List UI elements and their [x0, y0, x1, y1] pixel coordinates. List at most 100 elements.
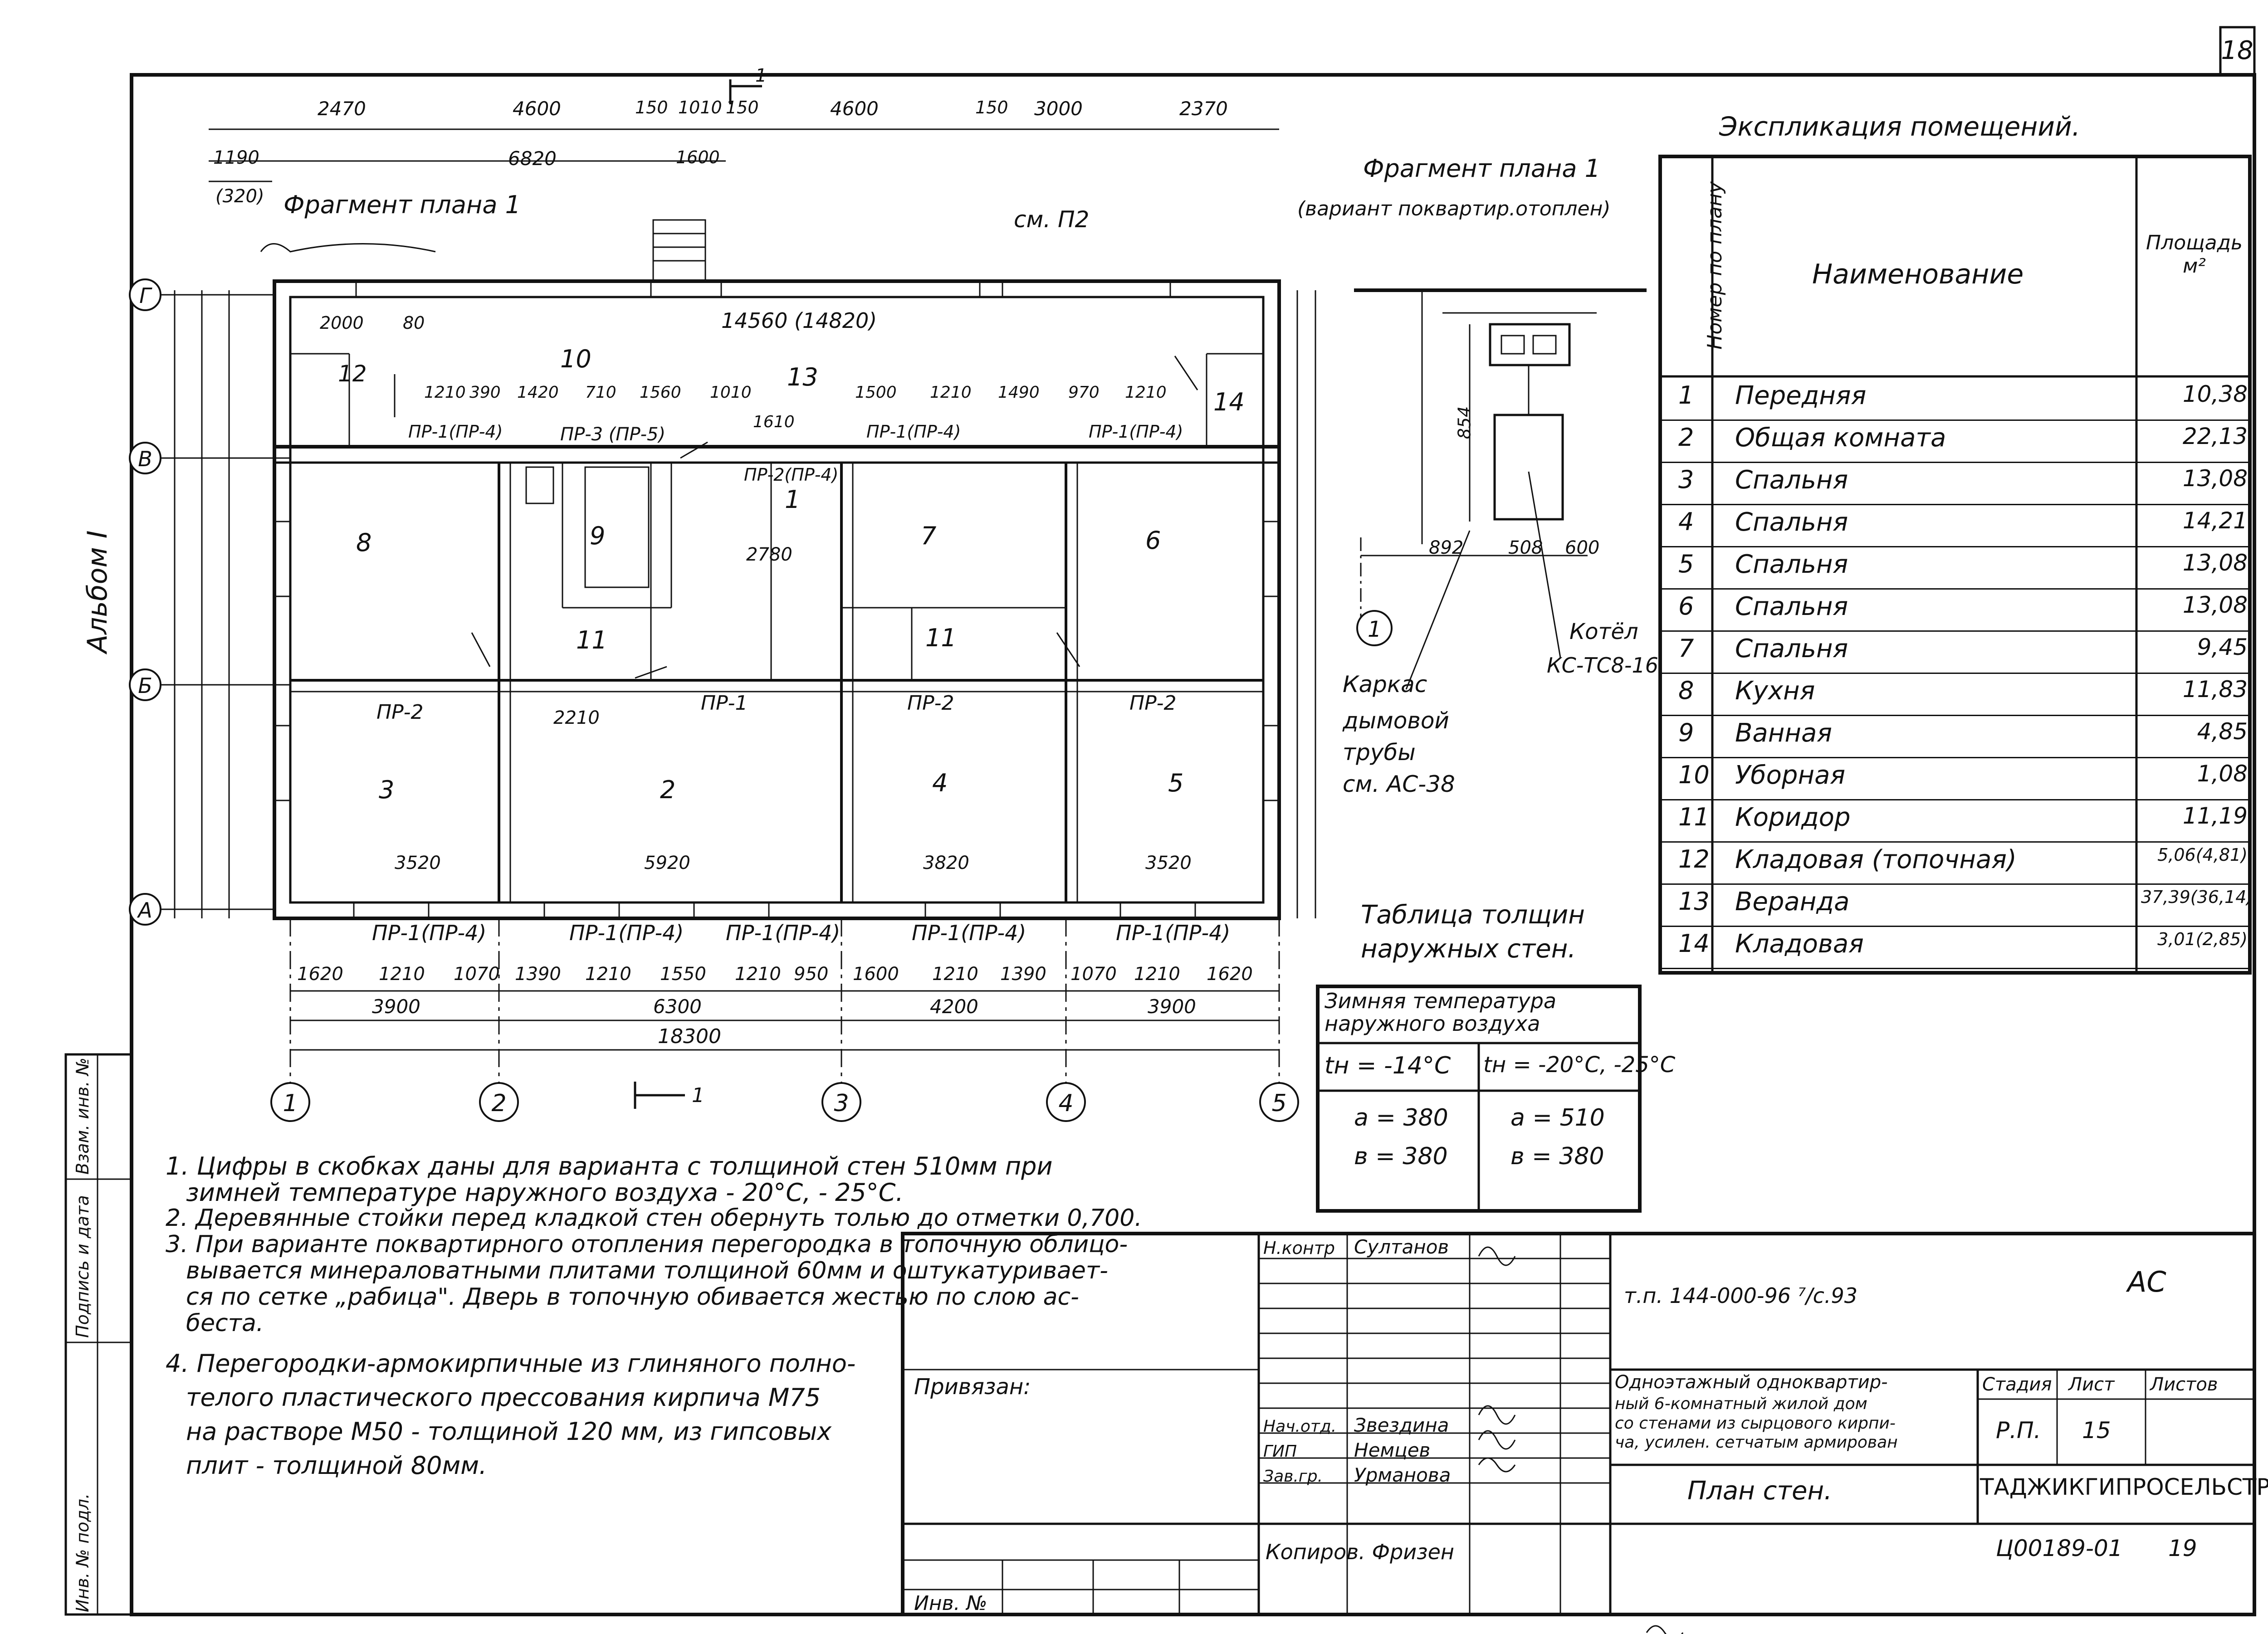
explication-row-area: 13,08 [2182, 592, 2248, 618]
explication-row-number: 5 [1678, 550, 1694, 578]
note-line: зимней температуре наружного воздуха - 2… [186, 1178, 904, 1207]
floor-plan: 1 2 3 4 5 Г В Б А [129, 65, 1316, 1122]
wall-table-col1: tн = -14°С [1325, 1052, 1451, 1079]
explication-row-name: Ванная [1735, 718, 1832, 748]
explication-col-area: Площадь м² [2146, 231, 2243, 278]
explication-row-area: 9,45 [2197, 634, 2248, 660]
top-dimension-lines [209, 128, 1279, 182]
signer-role: ГИП [1263, 1442, 1297, 1461]
dim-top-150b: 150 [726, 98, 759, 117]
note-line: 2. Деревянные стойки перед кладкой стен … [166, 1205, 1142, 1232]
sheet-number: 18 [2221, 36, 2253, 65]
explication-row-area: 4,85 [2197, 718, 2248, 745]
side-stamp-podpis: Подпись и дата [73, 1195, 93, 1338]
dim-bottom-3900b: 3900 [1148, 995, 1196, 1018]
desc-line: ча, усилен. сетчатым армирован [1615, 1433, 1898, 1452]
explication-row-number: 4 [1678, 507, 1694, 536]
explication-row-name: Спальня [1735, 592, 1848, 621]
signer-name: Немцев [1354, 1439, 1431, 1461]
note-line: плит - толщиной 80мм. [186, 1451, 487, 1480]
fragment-plan-1 [1354, 288, 1647, 690]
explication-row-divider [1660, 757, 2250, 758]
partition-label: ПР-1(ПР-4) [726, 921, 841, 945]
dim-bottom-1210d: 1210 [932, 964, 978, 985]
explication-row-name: Передняя [1735, 381, 1867, 410]
explication-row-area: 13,08 [2182, 465, 2248, 492]
inner-dim: 1490 [998, 383, 1040, 402]
sheet-label: Лист [2068, 1374, 2115, 1395]
partition-label: ПР-1(ПР-4) [372, 921, 487, 945]
room-7: 7 [921, 522, 937, 550]
axis-5-label: 5 [1271, 1090, 1286, 1117]
partition-label: ПР-1(ПР-4) [1116, 921, 1231, 945]
dim-bottom-3900a: 3900 [372, 995, 420, 1018]
fragment-dim-508: 508 [1508, 537, 1543, 558]
desc-line: ный 6-комнатный жилой дом [1615, 1395, 1867, 1413]
document-mark: АС [2127, 1265, 2166, 1298]
album-label: Альбом I [82, 531, 113, 655]
explication-row-number: 7 [1678, 634, 1694, 663]
explication-row-divider [1660, 715, 2250, 716]
room-3: 3 [379, 776, 395, 804]
explication-row-area: 3,01(2,85) [2157, 929, 2248, 949]
signer-name: Урманова [1354, 1464, 1451, 1486]
explication-row-divider [1660, 883, 2250, 885]
signer-role: Зав.гр. [1263, 1467, 1323, 1486]
partition-label: ПР-3 (ПР-5) [560, 424, 666, 445]
partition-label: ПР-2 [376, 701, 424, 724]
wall-table-r1c1: а = 380 [1354, 1104, 1448, 1132]
explication-row-number: 2 [1678, 423, 1694, 452]
veranda-dimension: 14560 (14820) [721, 308, 877, 333]
inner-dim: 80 [403, 313, 425, 333]
explication-row-name: Веранда [1735, 887, 1850, 917]
fragment-dim-854: 854 [1454, 406, 1475, 439]
dim-top-6820: 6820 [508, 147, 557, 170]
explication-row-number: 10 [1678, 761, 1710, 789]
explication-row-number: 12 [1678, 845, 1710, 873]
axis-bubbles-horizontal: 1 2 3 4 5 [270, 918, 1299, 1122]
desc-line: со стенами из сырцового кирпи- [1615, 1414, 1896, 1433]
carcass-label-3: трубы [1343, 739, 1416, 766]
explication-row-divider [1660, 588, 2250, 590]
dim-top-4600a: 4600 [513, 98, 561, 120]
inner-dim: 3520 [395, 853, 441, 873]
explication-row-name: Спальня [1735, 507, 1848, 537]
explication-row-divider [1660, 968, 2250, 969]
explication-row-number: 6 [1678, 592, 1694, 620]
explication-row-area: 13,08 [2182, 550, 2248, 576]
partition-label: ПР-2(ПР-4) [744, 465, 839, 485]
room-10: 10 [560, 345, 591, 373]
explication-row-divider [1660, 841, 2250, 843]
copied-by: Копиров. Фризен [1266, 1540, 1454, 1564]
wall-table-header-1: Зимняя температура [1325, 989, 1557, 1013]
explication-row-number: 13 [1678, 887, 1710, 916]
explication-row-divider [1660, 546, 2250, 547]
dim-bottom-1070a: 1070 [454, 964, 500, 985]
explication-title: Экспликация помещений. [1719, 111, 2081, 142]
wall-table-title-2: наружных стен. [1361, 934, 1576, 964]
title-block [901, 1232, 2256, 1634]
explication-row-number: 14 [1678, 929, 1710, 958]
inner-dim: 1210 [1125, 383, 1167, 402]
room-5: 5 [1168, 769, 1184, 797]
note-line: беста. [186, 1310, 264, 1337]
room-8: 8 [356, 528, 372, 557]
room-12: 12 [338, 361, 367, 387]
explication-row-name: Кладовая (топочная) [1735, 845, 2017, 874]
dim-bottom-1620b: 1620 [1207, 964, 1253, 985]
note-line: телого пластического прессования кирпича… [186, 1383, 821, 1412]
room-9: 9 [590, 522, 606, 550]
carcass-label-4: см. АС-38 [1343, 771, 1455, 797]
axis-2-label: 2 [491, 1090, 506, 1117]
explication-row-number: 9 [1678, 718, 1694, 747]
dim-bottom-1620a: 1620 [297, 964, 343, 985]
dim-bottom-4200: 4200 [930, 995, 978, 1018]
note-line: 3. При варианте поквартирного отопления … [166, 1231, 1128, 1258]
explication-table [1658, 155, 2252, 975]
signer-name: Звездина [1354, 1414, 1449, 1436]
fragment-plan-label: Фрагмент плана 1 [284, 190, 521, 219]
partition-label: ПР-2 [1129, 692, 1177, 715]
room-2: 2 [660, 776, 676, 804]
wall-table-r2c2: в = 380 [1510, 1143, 1604, 1170]
boiler-label-1: Котёл [1569, 619, 1638, 644]
